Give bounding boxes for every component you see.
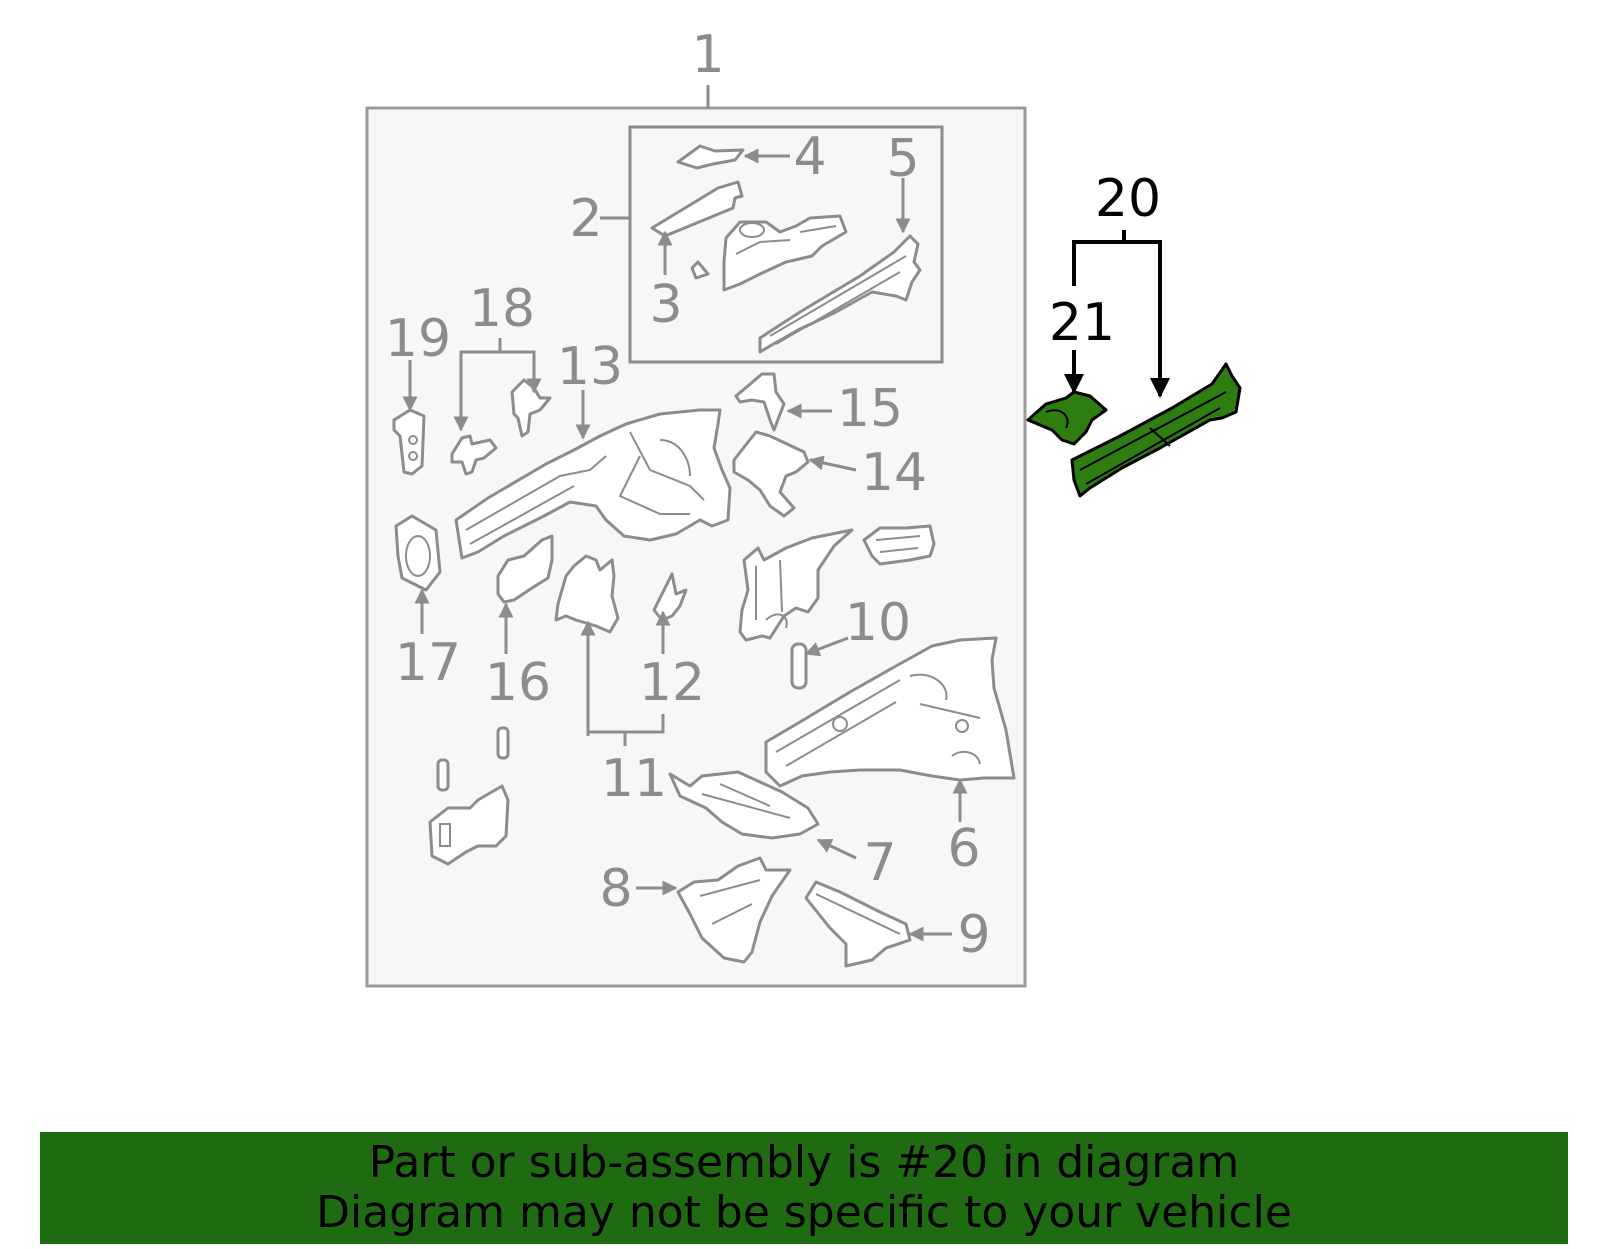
part-14 [732,430,857,518]
part-10 [790,636,849,690]
part-21 [1026,350,1108,446]
part-7 [668,770,857,860]
part-8 [636,856,792,964]
callout-11: 11 [601,749,667,809]
callout-8: 8 [599,859,632,919]
part-3 [650,180,744,280]
callout-21: 21 [1049,293,1115,353]
part-4 [676,144,790,170]
part-12 [652,572,688,654]
callout-2: 2 [569,189,602,249]
part-6 [764,636,1016,822]
part-19 [392,360,426,476]
callout-18: 18 [469,279,535,339]
callout-7: 7 [863,833,896,893]
part-9 [804,880,952,968]
part-17 [394,514,442,634]
part-lower-left-bracket [428,726,510,866]
callout-13: 13 [557,337,623,397]
callout-15: 15 [837,379,903,439]
part-13 [454,390,732,560]
callout-16: 16 [485,653,551,713]
info-banner: Part or sub-assembly is #20 in diagram D… [40,1132,1568,1244]
callout-1: 1 [691,25,724,85]
part-bracket-right [862,524,936,566]
part-15 [734,372,832,432]
callout-19: 19 [385,309,451,369]
callout-12: 12 [639,653,705,713]
callout-17: 17 [395,633,461,693]
part-5 [758,178,922,354]
part-11 [554,554,665,746]
banner-line-1: Part or sub-assembly is #20 in diagram [368,1137,1240,1188]
callout-6: 6 [947,819,980,879]
callout-3: 3 [649,275,682,335]
part-16 [496,534,554,654]
callout-4: 4 [793,127,826,187]
part-20 [1070,230,1242,498]
callout-9: 9 [957,905,990,965]
part-upper-bracket [738,528,854,642]
callout-20: 20 [1095,169,1161,229]
callout-10: 10 [845,593,911,653]
banner-line-2: Diagram may not be specific to your vehi… [316,1187,1292,1238]
callout-14: 14 [861,443,927,503]
callout-5: 5 [886,129,919,189]
part-2 [722,214,848,292]
part-18 [450,338,552,476]
